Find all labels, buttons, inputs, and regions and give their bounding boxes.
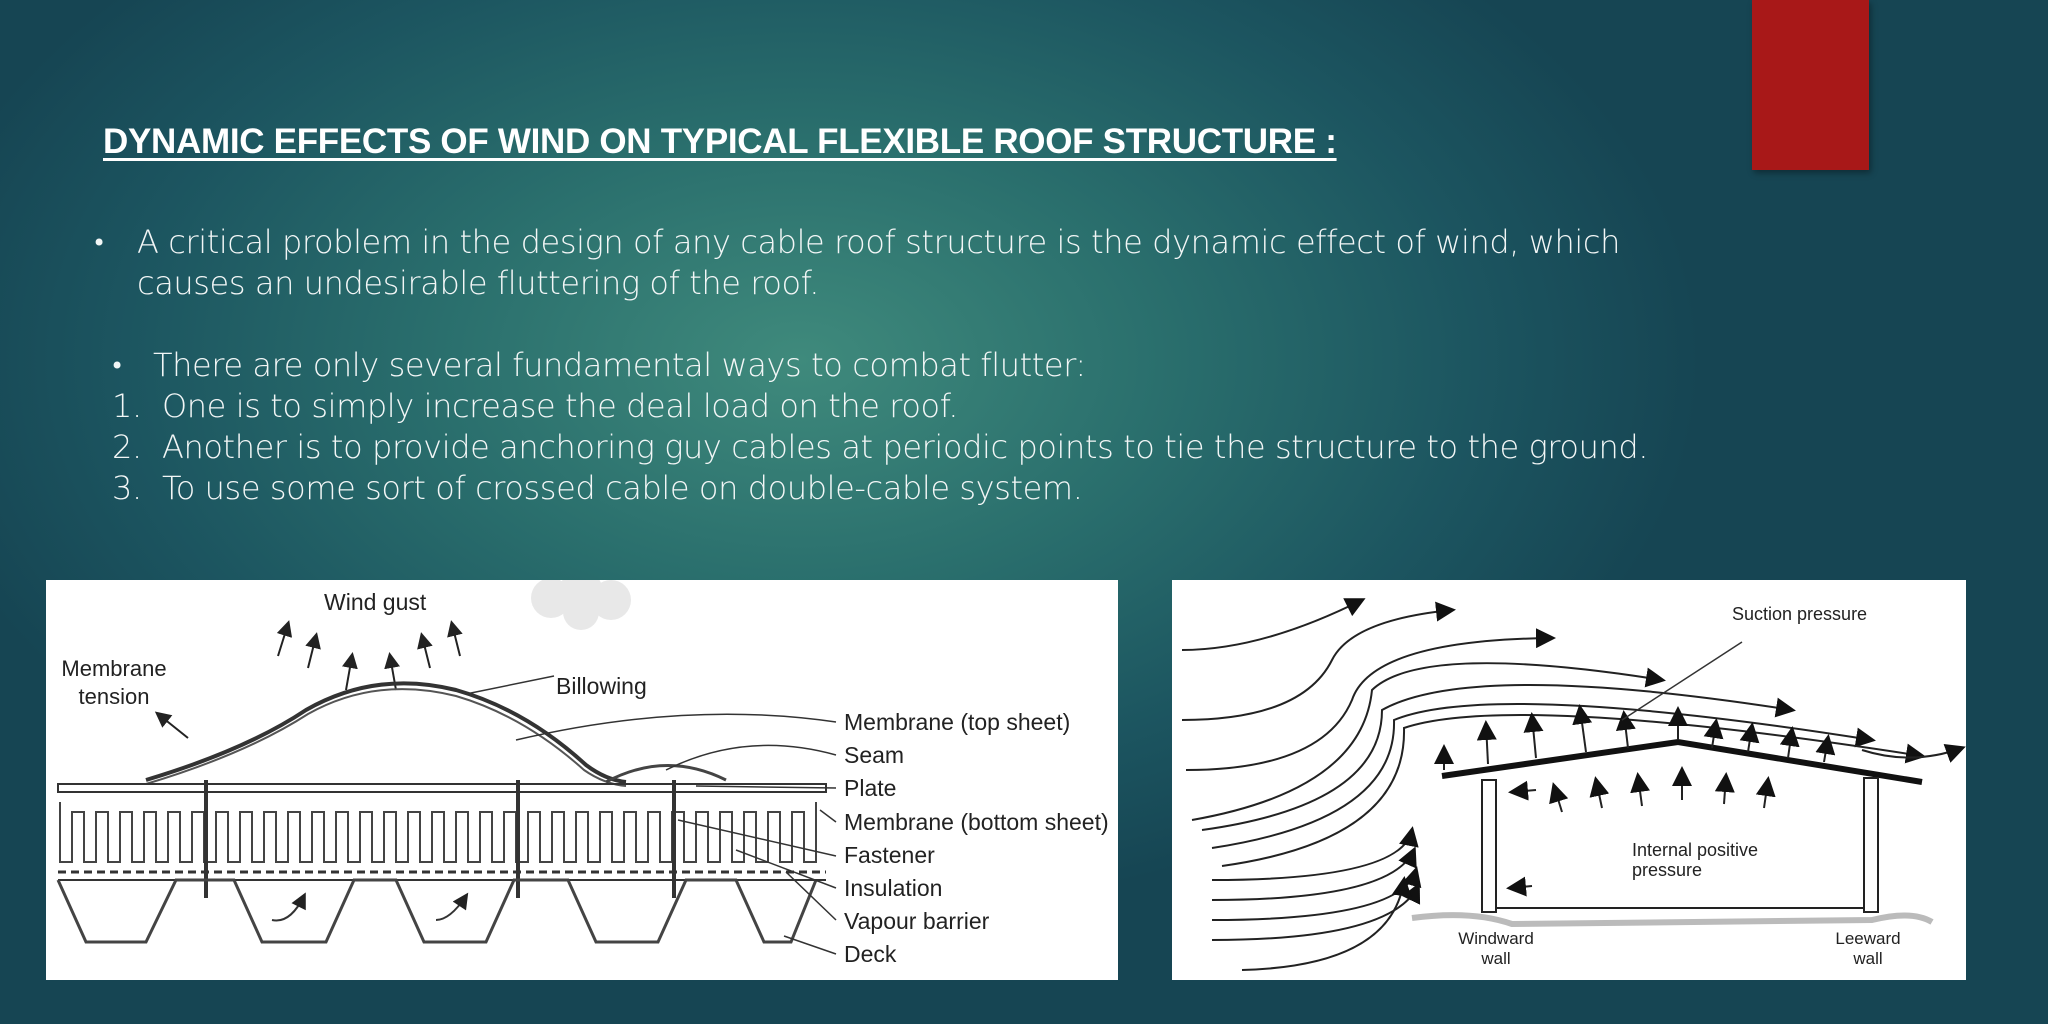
streamlines [1181,598,1966,971]
list-number: 3. [112,469,142,507]
label-fastener: Fastener [844,842,935,868]
wind-gust-arrows [276,620,463,691]
label-windward-wall: Windward [1458,929,1534,948]
internal-pressure-arrows [1506,766,1776,897]
list-item-text: To use some sort of crossed cable on dou… [162,469,1083,507]
label-leeward-wall: wall [1852,949,1882,968]
membrane-roof-svg: Wind gust Membrane tension Billowing Mem… [56,570,1109,967]
leader-lines [465,675,837,955]
bullet1-line2: causes an undesirable fluttering of the … [137,264,820,302]
label-internal-pressure: pressure [1632,860,1702,880]
top-sheet [57,783,827,793]
label-leeward-wall: Leeward [1835,929,1900,948]
windward-wall [1481,779,1497,913]
label-plate: Plate [844,775,896,801]
label-deck: Deck [844,941,897,967]
list-number: 1. [112,387,142,425]
label-vapour-barrier: Vapour barrier [844,908,990,934]
label-billowing: Billowing [556,673,647,699]
label-membrane-top: Membrane (top sheet) [844,709,1070,735]
billowing-membrane-inner [145,688,627,787]
label-wind-gust: Wind gust [324,589,427,615]
suction-leader [1621,641,1743,721]
deck-profile [56,878,818,944]
tension-arrow [154,711,189,739]
bullet1-line1: A critical problem in the design of any … [137,223,1620,261]
label-seam: Seam [844,742,904,768]
suction-arrows [1434,704,1836,770]
accent-bar [1752,0,1869,170]
slide-title: DYNAMIC EFFECTS OF WIND ON TYPICAL FLEXI… [103,122,1337,161]
label-membrane-bottom: Membrane (bottom sheet) [844,809,1109,835]
wind-flow-diagram: Suction pressure Internal positive press… [1172,580,1966,980]
seam-bulge [605,764,727,784]
roof-line [1441,738,1923,785]
label-membrane-tension: tension [79,684,150,709]
fasteners [204,780,676,898]
label-suction: Suction pressure [1732,604,1867,624]
bullet-dot: • [92,229,107,257]
label-internal-pressure: Internal positive [1632,840,1758,860]
leeward-wall [1863,777,1879,913]
insulation-pattern [59,802,817,863]
list-item-text: Another is to provide anchoring guy cabl… [162,428,1649,466]
bullet-dot: • [110,352,125,380]
air-arrow [271,892,306,922]
list-number: 2. [112,428,142,466]
wind-flow-svg: Suction pressure Internal positive press… [1181,598,1966,971]
bullet2-text: There are only several fundamental ways … [153,346,1086,384]
air-arrow [435,892,469,921]
label-insulation: Insulation [844,875,942,901]
cloud-shape [531,570,631,630]
label-membrane-tension: Membrane [61,656,166,681]
list-item-text: One is to simply increase the deal load … [162,387,959,425]
membrane-roof-diagram: Wind gust Membrane tension Billowing Mem… [46,570,1118,980]
label-windward-wall: wall [1480,949,1510,968]
billowing-membrane [145,681,627,784]
ground [1411,912,1934,928]
